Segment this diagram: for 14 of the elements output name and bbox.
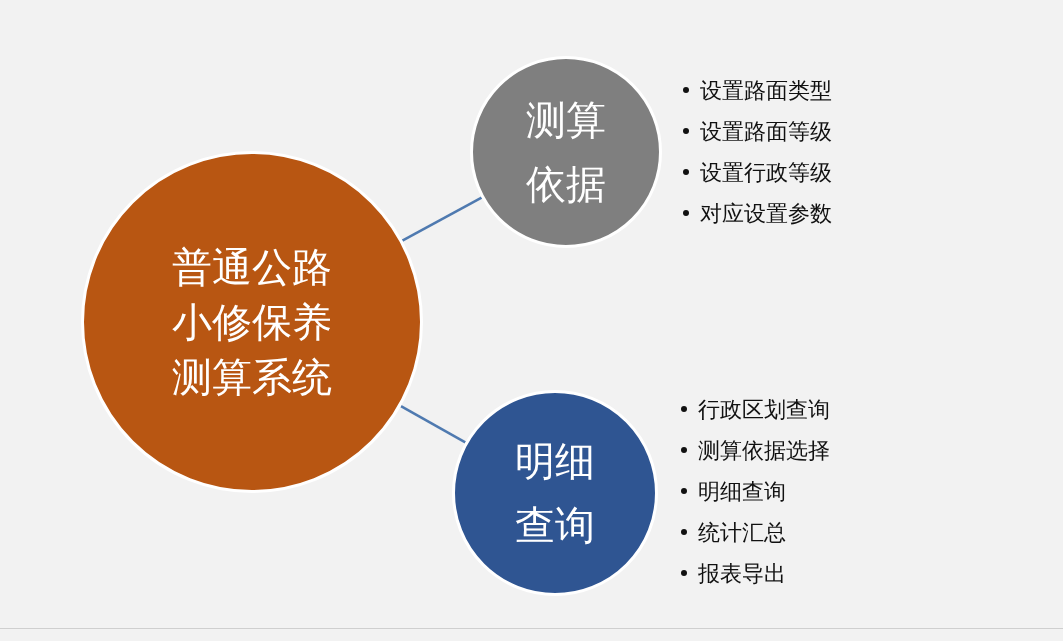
list-item-text: 报表导出: [698, 560, 786, 588]
node-title: 测算依据: [525, 97, 607, 208]
list-item-text: 测算依据选择: [698, 437, 830, 465]
connector-line: [400, 404, 466, 444]
list-item-text: 设置路面等级: [700, 118, 832, 146]
list-item-text: 行政区划查询: [698, 396, 830, 424]
list-item-text: 明细查询: [698, 478, 786, 506]
list-item-text: 统计汇总: [698, 519, 786, 547]
node-title: 普通公路小修保养测算系统: [171, 243, 333, 401]
node-title: 明细查询: [514, 438, 596, 549]
list-item-text: 对应设置参数: [700, 200, 832, 228]
connector-line: [401, 196, 483, 242]
list-item-text: 设置路面类型: [700, 77, 832, 105]
list-item-text: 设置行政等级: [700, 159, 832, 187]
